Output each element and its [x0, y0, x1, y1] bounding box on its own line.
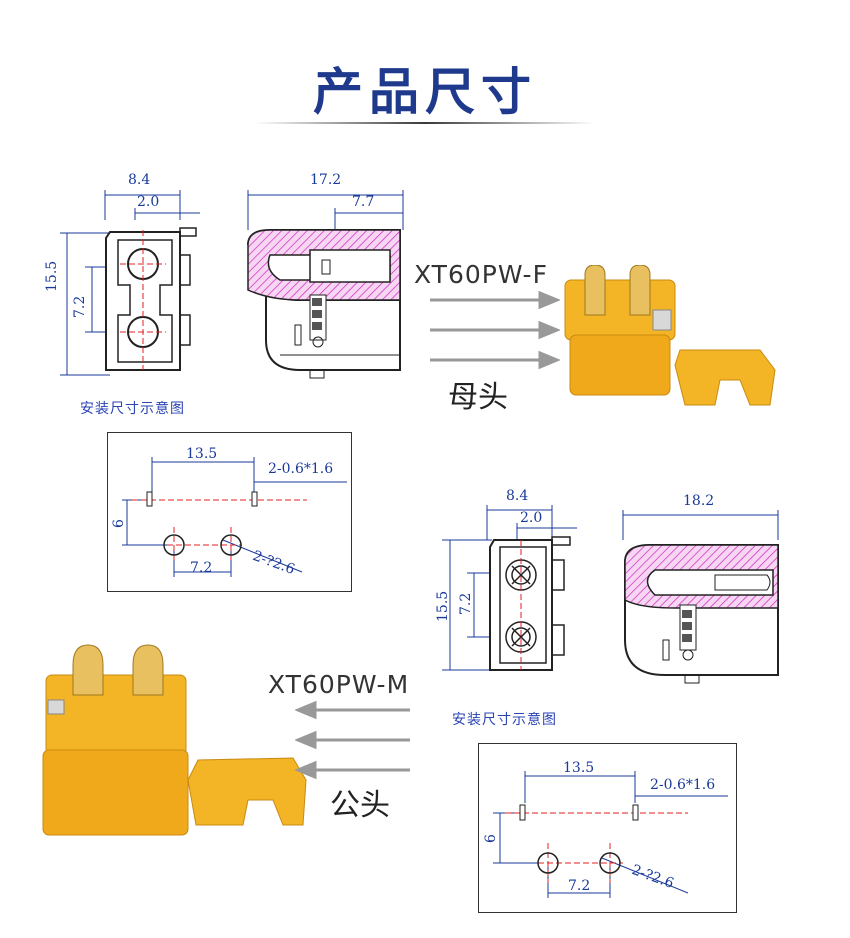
female-length-dim: 17.2	[310, 172, 342, 188]
title-underline	[255, 122, 595, 124]
female-height-dim: 15.5	[44, 260, 60, 292]
male-offset-dim: 2.0	[520, 510, 543, 526]
female-footprint-drawing	[122, 457, 347, 577]
male-length-dim: 18.2	[683, 493, 715, 509]
male-side-view-drawing	[622, 510, 779, 684]
female-connector-photo	[564, 265, 776, 406]
male-connector-photo	[42, 644, 307, 836]
male-footprint-pitch-x: 13.5	[563, 760, 595, 776]
male-footprint-pin-pitch: 7.2	[568, 878, 591, 894]
female-gender-label: 母头	[448, 380, 508, 415]
male-footprint-panel	[478, 743, 737, 913]
female-width-dim: 8.4	[128, 172, 151, 188]
male-model-label: XT60PW-M	[268, 670, 410, 699]
female-install-caption: 安装尺寸示意图	[80, 401, 185, 417]
male-front-view-drawing	[442, 505, 577, 671]
female-footprint-row-gap: 6	[111, 519, 127, 528]
male-footprint-row-gap: 6	[483, 834, 499, 843]
page-title: 产品尺寸	[313, 63, 537, 121]
female-side-view-drawing	[247, 190, 404, 379]
male-gender-label: 公头	[330, 788, 390, 823]
female-footprint-slot: 2-0.6*1.6	[268, 461, 334, 477]
male-footprint-drawing	[493, 771, 728, 898]
male-pitch-dim: 7.2	[458, 592, 474, 615]
female-model-label: XT60PW-F	[414, 260, 548, 289]
female-arrows	[430, 290, 560, 370]
female-footprint-pin-pitch: 7.2	[190, 560, 213, 576]
female-pitch-dim: 7.2	[72, 295, 88, 318]
female-front-view-drawing	[60, 190, 200, 376]
female-footprint-panel	[107, 432, 352, 592]
male-width-dim: 8.4	[506, 488, 529, 504]
male-install-caption: 安装尺寸示意图	[452, 712, 557, 728]
female-pin-length-dim: 7.7	[352, 194, 375, 210]
male-arrows	[295, 700, 410, 780]
female-footprint-pitch-x: 13.5	[186, 446, 218, 462]
female-offset-dim: 2.0	[137, 194, 160, 210]
male-height-dim: 15.5	[435, 590, 451, 622]
male-footprint-slot: 2-0.6*1.6	[650, 777, 716, 793]
